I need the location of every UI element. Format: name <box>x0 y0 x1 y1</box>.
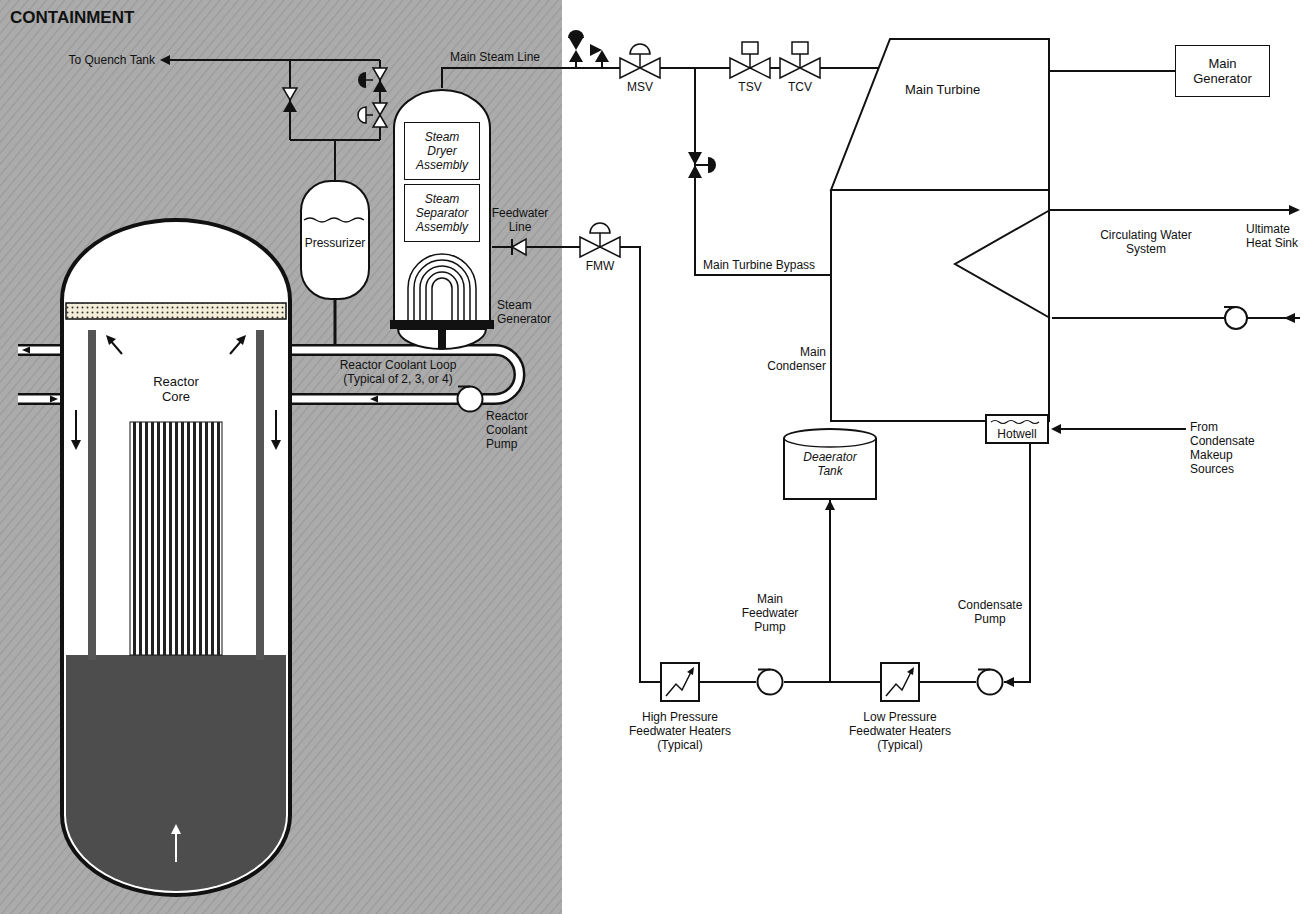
pump-label: Reactor Coolant Pump <box>486 409 556 451</box>
deaerator-tank: Deaerator Tank <box>783 428 877 500</box>
vessel-label: Steam Generator <box>497 298 555 326</box>
loop-label: Reactor Coolant Loop (Typical of 2, 3, o… <box>328 358 468 386</box>
valve-symbol <box>620 38 660 78</box>
main-condenser: Main CondenserHotwell <box>830 190 1050 422</box>
core-fuel-stripes <box>130 372 222 655</box>
main-generator: Main Generator <box>1175 45 1270 97</box>
turbine-control-valve: TCV <box>780 38 820 94</box>
line-label: Main Steam Line <box>450 50 550 64</box>
region-title: CONTAINMENT <box>10 8 230 27</box>
pump-label: Main Feedwater Pump <box>735 592 805 634</box>
reactor-core: Reactor Core <box>130 372 222 655</box>
feedwater-check-valve <box>512 239 526 255</box>
pipe-connector <box>784 681 880 683</box>
condensate-pump: Condensate Pump <box>952 598 1028 698</box>
source-label: From Condensate Makeup Sources <box>1190 420 1266 476</box>
pipe-connector <box>1050 70 1175 72</box>
equipment-label: Main Generator <box>1182 56 1263 86</box>
assembly-label: Steam Separator Assembly <box>409 192 475 234</box>
steam-dryer-box: Steam Dryer Assembly <box>404 122 480 180</box>
main-feedwater-pump: Main Feedwater Pump <box>735 592 805 697</box>
assembly-label: Steam Dryer Assembly <box>409 130 475 172</box>
equipment-label: Main Turbine <box>905 82 1035 97</box>
system-label: Circulating Water System <box>1100 228 1192 256</box>
pipe-connector <box>620 247 660 682</box>
pipe-connector <box>492 246 580 248</box>
line-label: Feedwater Line <box>489 206 551 234</box>
steam-generator: Steam GeneratorSteam Dryer AssemblySteam… <box>392 88 492 350</box>
destination-label: Ultimate Heat Sink <box>1246 222 1300 250</box>
valve-tag: TCV <box>770 80 830 94</box>
pressurizer-vessel: Pressurizer <box>300 180 370 300</box>
pipe-connector <box>820 67 878 69</box>
pipe-connector <box>770 67 780 69</box>
pipe-connector <box>830 500 880 682</box>
hp-feedwater-heater: High Pressure Feedwater Heaters (Typical… <box>660 662 700 702</box>
heater-label: Low Pressure Feedwater Heaters (Typical) <box>845 710 955 752</box>
pipe-connector <box>442 68 620 88</box>
turbine-outline <box>830 38 1050 190</box>
reactor-coolant-pump: Reactor Coolant Pump <box>456 385 558 451</box>
makeup-line <box>1051 424 1186 434</box>
feedwater-valve: FMW <box>580 217 620 273</box>
pipe-connector <box>660 68 830 275</box>
valve-symbol <box>780 38 820 78</box>
vessel-label: Pressurizer <box>302 236 368 250</box>
hotwell-box: Hotwell <box>985 414 1049 444</box>
valve-symbol <box>730 38 770 78</box>
pipe-connector <box>1004 444 1030 682</box>
valve-tag: FMW <box>570 259 630 273</box>
main-turbine: Main Turbine <box>830 38 1050 190</box>
equipment-label: Deaerator Tank <box>793 450 867 478</box>
line-label: Main Turbine Bypass <box>703 258 825 272</box>
heater-label: High Pressure Feedwater Heaters (Typical… <box>625 710 735 752</box>
valve-tag: MSV <box>610 80 670 94</box>
heat-exchanger-symbol <box>880 662 920 702</box>
main-steam-safety-valve <box>568 30 609 68</box>
heat-exchanger-symbol <box>660 662 700 702</box>
turbine-stop-valve: TSV <box>730 38 770 94</box>
pipe-connector <box>700 681 756 683</box>
pipe-connector <box>920 681 976 683</box>
pump-label: Condensate Pump <box>952 598 1028 626</box>
reactor-vessel <box>62 220 290 895</box>
valve-tag: TSV <box>720 80 780 94</box>
containment-region: CONTAINMENTPressurizerSteam GeneratorSte… <box>0 0 562 914</box>
equipment-label: Hotwell <box>987 427 1047 441</box>
pump-symbol <box>976 668 1004 696</box>
main-steam-valve: MSV <box>620 38 660 94</box>
lp-feedwater-heater: Low Pressure Feedwater Heaters (Typical) <box>880 662 920 702</box>
core-label: Reactor Core <box>144 374 208 404</box>
destination-label: To Quench Tank <box>60 53 155 67</box>
pump-symbol <box>756 668 784 696</box>
pump-symbol <box>456 385 484 413</box>
steam-separator-box: Steam Separator Assembly <box>404 184 480 242</box>
pressurizer-relief-valves <box>160 55 387 180</box>
valve-symbol <box>580 217 620 257</box>
circulating-water-piping <box>955 205 1300 329</box>
containment-ground <box>0 0 562 914</box>
bypass-valve <box>688 152 716 178</box>
equipment-label: Main Condenser <box>762 345 826 373</box>
